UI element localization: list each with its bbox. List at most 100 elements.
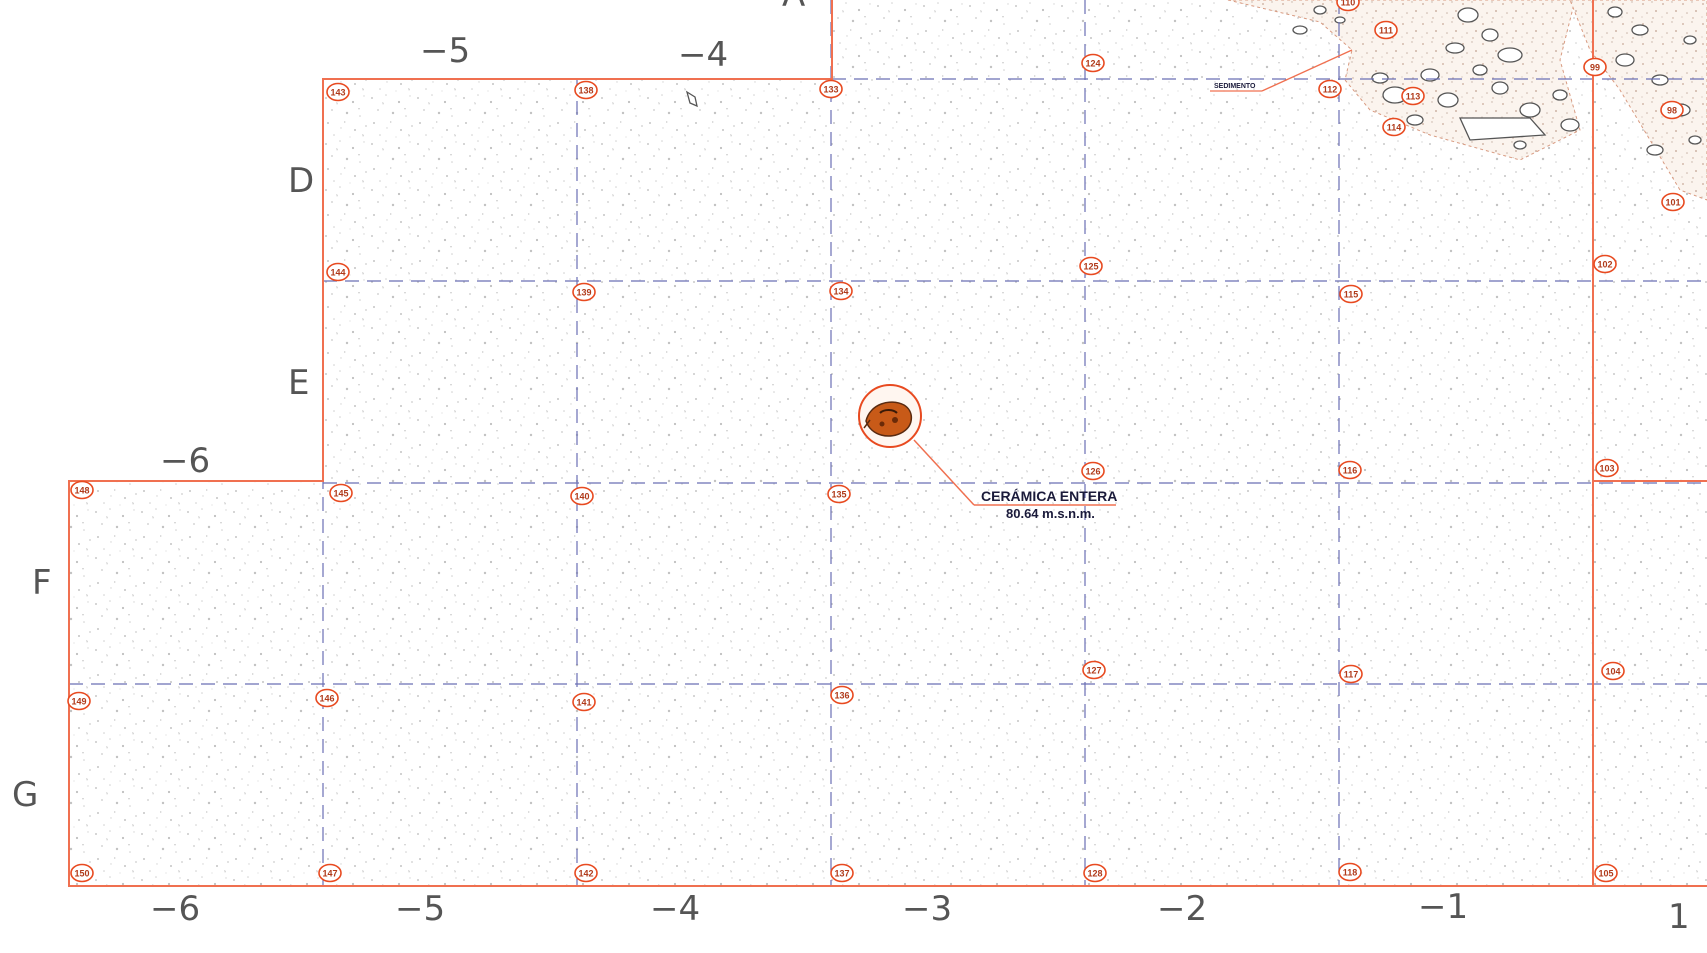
axis-label-bottom-minus2: −2 xyxy=(1157,889,1207,929)
survey-point-marker xyxy=(1081,53,1105,73)
ceramic-label-title: CERÁMICA ENTERA xyxy=(981,488,1117,504)
survey-point-marker xyxy=(572,282,596,302)
sediment-area-2 xyxy=(1569,0,1707,201)
ceramic-vessel-icon xyxy=(863,401,913,437)
survey-point: 110 xyxy=(1336,0,1360,12)
survey-point-marker xyxy=(1339,284,1363,304)
survey-point: 111 xyxy=(1374,20,1398,40)
survey-point-label: 145 xyxy=(333,489,348,499)
survey-point-label: 148 xyxy=(74,486,89,496)
survey-point-label: 117 xyxy=(1344,670,1359,680)
survey-point-marker xyxy=(1660,100,1684,120)
row-label-f: F xyxy=(32,563,52,603)
survey-point: 115 xyxy=(1339,284,1363,304)
survey-point: 137 xyxy=(830,863,854,883)
survey-point: 113 xyxy=(1401,86,1425,106)
axis-label-bottom-minus6: −6 xyxy=(150,889,200,929)
survey-point: 118 xyxy=(1338,862,1362,882)
survey-point-label: 105 xyxy=(1598,869,1613,879)
survey-point: 126 xyxy=(1081,461,1105,481)
survey-point-label: 127 xyxy=(1086,666,1101,676)
ceramic-label-elevation: 80.64 m.s.n.m. xyxy=(1006,506,1095,521)
survey-point-marker xyxy=(829,281,853,301)
survey-point-label: 124 xyxy=(1085,59,1100,69)
survey-point-marker xyxy=(1083,863,1107,883)
survey-point-label: 141 xyxy=(576,698,591,708)
axis-label-bottom-minus3: −3 xyxy=(902,889,952,929)
survey-point: 141 xyxy=(572,692,596,712)
survey-point-marker xyxy=(1318,79,1342,99)
survey-point: 136 xyxy=(830,685,854,705)
sediment-label: SEDIMENTO xyxy=(1214,83,1256,90)
survey-point-label: 103 xyxy=(1599,464,1614,474)
row-label-g: G xyxy=(12,775,38,815)
survey-point-label: 98 xyxy=(1667,106,1677,116)
survey-point-marker xyxy=(70,863,94,883)
survey-point: 140 xyxy=(570,486,594,506)
survey-point-label: 128 xyxy=(1087,869,1102,879)
survey-point: 147 xyxy=(318,863,342,883)
survey-point: 101 xyxy=(1661,192,1685,212)
survey-point-marker xyxy=(1583,57,1607,77)
survey-point: 105 xyxy=(1594,863,1618,883)
survey-point: 150 xyxy=(70,863,94,883)
survey-point-label: 135 xyxy=(831,490,846,500)
survey-point: 143 xyxy=(326,82,350,102)
survey-point: 134 xyxy=(829,281,853,301)
survey-point: 146 xyxy=(315,688,339,708)
axis-label-top-minus4: −4 xyxy=(678,35,728,75)
survey-point-marker xyxy=(1338,460,1362,480)
survey-point-marker xyxy=(1401,86,1425,106)
survey-point: 104 xyxy=(1601,661,1625,681)
survey-point-label: 126 xyxy=(1085,467,1100,477)
survey-point-label: 146 xyxy=(319,694,334,704)
survey-point-label: 115 xyxy=(1344,290,1359,300)
survey-point-marker xyxy=(326,82,350,102)
survey-point-label: 114 xyxy=(1387,123,1402,133)
survey-point-label: 137 xyxy=(834,869,849,879)
survey-point-label: 147 xyxy=(322,869,337,879)
survey-point: 114 xyxy=(1382,117,1406,137)
axis-label-top-a: A xyxy=(782,0,805,15)
survey-point: 149 xyxy=(67,691,91,711)
survey-point-marker xyxy=(1661,192,1685,212)
survey-point-label: 99 xyxy=(1590,63,1600,73)
survey-point-marker xyxy=(570,486,594,506)
survey-point-label: 136 xyxy=(834,691,849,701)
grid-lines xyxy=(69,0,1707,886)
survey-point-marker xyxy=(1079,256,1103,276)
survey-point-label: 150 xyxy=(74,869,89,879)
survey-point: 99 xyxy=(1583,57,1607,77)
sediment-callout: SEDIMENTO xyxy=(1210,49,1353,92)
survey-point-label: 118 xyxy=(1343,868,1358,878)
survey-point-marker xyxy=(1594,863,1618,883)
survey-point-label: 142 xyxy=(578,869,593,879)
survey-point-label: 134 xyxy=(833,287,848,297)
survey-point: 145 xyxy=(329,483,353,503)
survey-point: 138 xyxy=(574,80,598,100)
survey-point: 144 xyxy=(326,262,350,282)
survey-point: 102 xyxy=(1593,254,1617,274)
survey-point-label: 116 xyxy=(1343,466,1358,476)
survey-point-marker xyxy=(1082,660,1106,680)
survey-point: 103 xyxy=(1595,458,1619,478)
survey-point-marker xyxy=(1336,0,1360,12)
survey-point: 116 xyxy=(1338,460,1362,480)
survey-point-marker xyxy=(1339,664,1363,684)
survey-point-label: 149 xyxy=(71,697,86,707)
survey-point-marker xyxy=(572,692,596,712)
survey-point: 139 xyxy=(572,282,596,302)
axis-label-bottom-1: 1 xyxy=(1668,897,1690,937)
survey-point: 148 xyxy=(70,480,94,500)
rock-cluster xyxy=(685,5,1702,156)
survey-point-label: 113 xyxy=(1406,92,1421,102)
axis-label-bottom-minus4: −4 xyxy=(650,889,700,929)
survey-point-marker xyxy=(1374,20,1398,40)
survey-point: 135 xyxy=(827,484,851,504)
survey-point: 128 xyxy=(1083,863,1107,883)
axis-label-bottom-minus5: −5 xyxy=(395,889,445,929)
survey-point-marker xyxy=(70,480,94,500)
survey-point-marker xyxy=(830,863,854,883)
axis-label-top-minus5: −5 xyxy=(420,31,470,71)
survey-point-marker xyxy=(329,483,353,503)
